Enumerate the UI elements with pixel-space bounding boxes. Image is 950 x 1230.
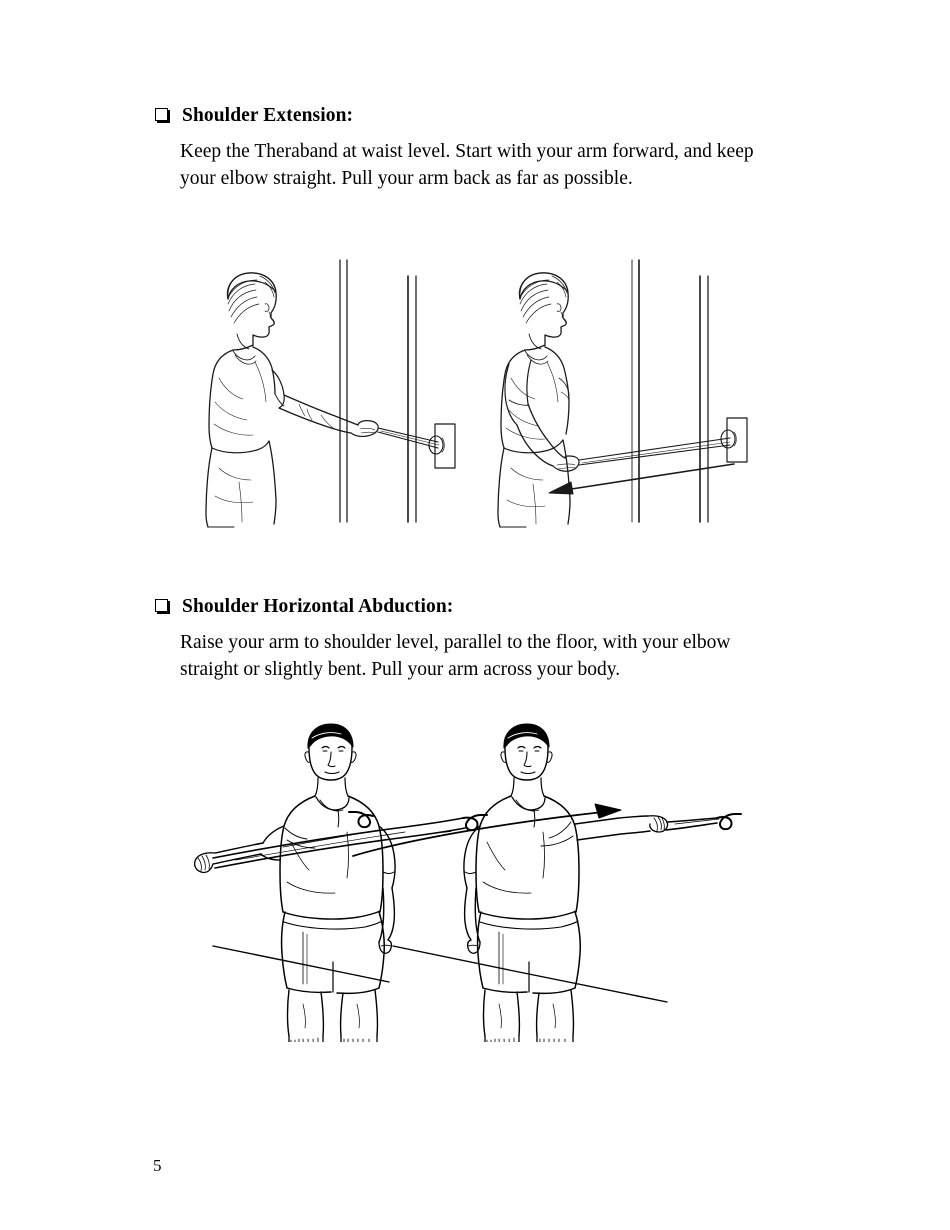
shoulder-horizontal-abduction-figure-svg	[194, 723, 742, 1042]
exercise-block-shoulder-extension: Shoulder Extension: Keep the Theraband a…	[0, 104, 950, 192]
motion-arrow-left	[548, 463, 735, 495]
shoulder-extension-figure-svg	[205, 259, 748, 528]
floor-line	[392, 945, 510, 971]
man-front-figure	[463, 723, 669, 1042]
panel-end-position	[497, 259, 748, 528]
exercise-heading-row: Shoulder Extension:	[0, 104, 950, 127]
band-hook-anchor-left	[348, 811, 374, 829]
theraband	[578, 437, 731, 466]
shoulder-horizontal-abduction-illustration	[0, 712, 950, 1047]
theraband	[442, 817, 720, 833]
band-hook-anchor	[716, 813, 742, 831]
hollow-square-shadow-icon	[155, 108, 171, 124]
shoulder-extension-illustration	[0, 252, 950, 537]
hollow-square-shadow-icon	[155, 599, 171, 615]
panel-start-position	[205, 259, 456, 528]
floor-line	[212, 945, 361, 977]
exercise-heading: Shoulder Extension:	[182, 105, 354, 126]
man-front-figure	[194, 723, 396, 1042]
woman-profile-figure	[497, 272, 580, 528]
page-number: 5	[153, 1156, 162, 1175]
exercise-description: Keep the Theraband at waist level. Start…	[180, 141, 754, 189]
panel-end-position	[348, 723, 742, 1042]
exercise-description: Raise your arm to shoulder level, parall…	[180, 632, 731, 680]
door-frame	[631, 259, 709, 523]
exercise-heading: Shoulder Horizontal Abduction:	[182, 596, 454, 617]
motion-arrow-right	[352, 803, 622, 857]
panel-start-position	[194, 723, 488, 1042]
door-knob-anchor	[428, 423, 456, 469]
door-knob-anchor	[720, 417, 748, 463]
door-frame	[339, 259, 417, 523]
exercise-heading-row: Shoulder Horizontal Abduction:	[0, 595, 950, 618]
exercise-block-shoulder-horizontal-abduction: Shoulder Horizontal Abduction: Raise you…	[0, 595, 950, 683]
theraband	[212, 817, 466, 869]
woman-profile-figure	[205, 272, 379, 528]
